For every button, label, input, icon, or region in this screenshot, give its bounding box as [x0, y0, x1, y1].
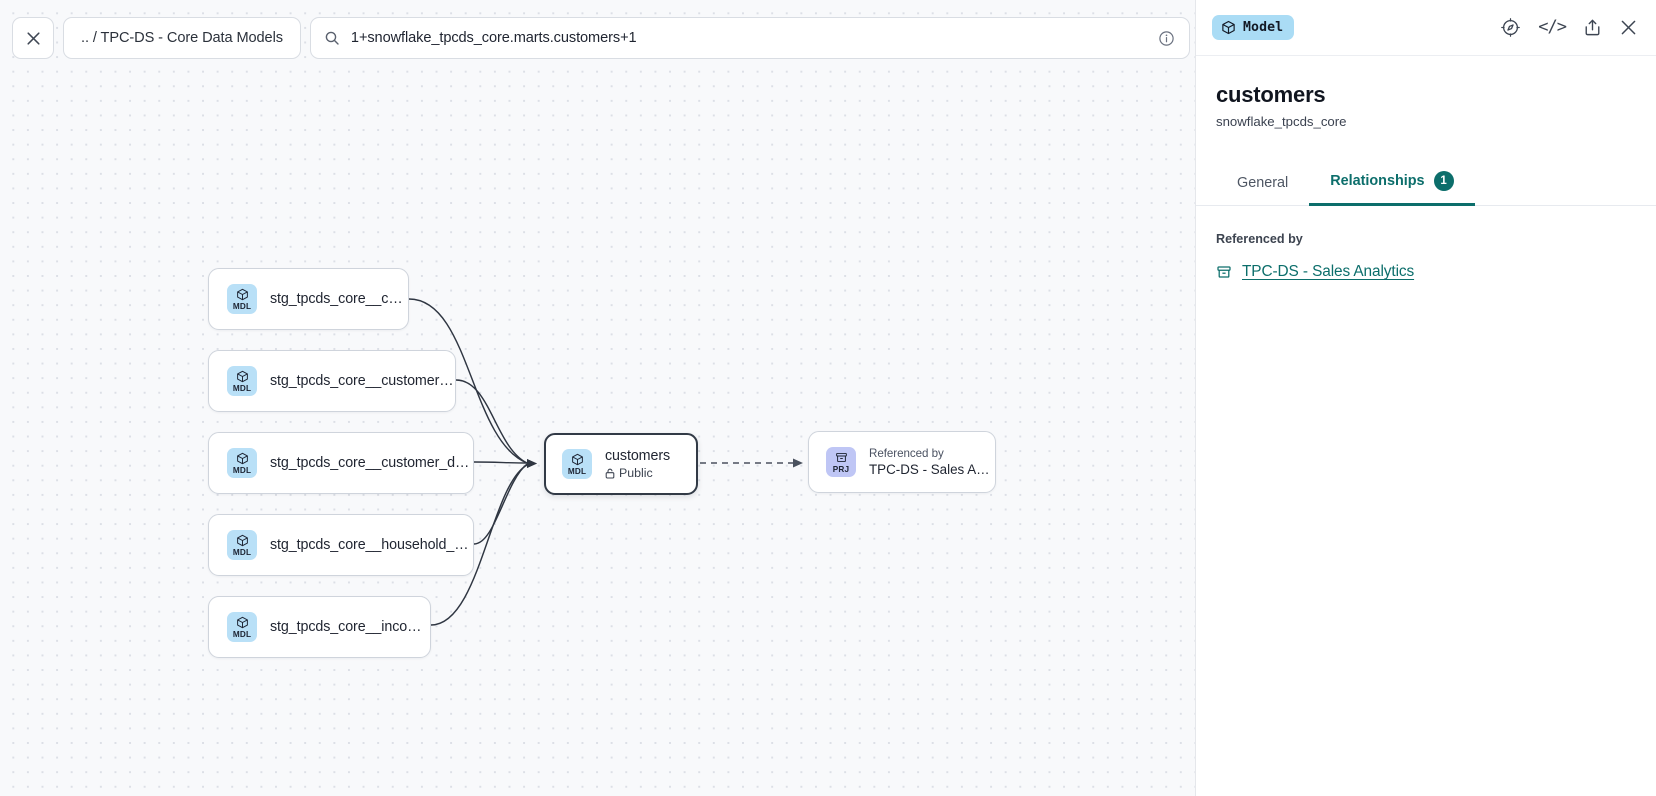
node-text: Referenced by TPC-DS - Sales Analytics: [869, 447, 995, 477]
project-icon: [1217, 266, 1231, 278]
tab-relationships[interactable]: Relationships 1: [1309, 161, 1475, 206]
cube-icon: [571, 453, 584, 466]
lineage-canvas[interactable]: .. / TPC-DS - Core Data Models 1+snowfla…: [0, 0, 1196, 796]
list-item[interactable]: TPC-DS - Sales Analytics: [1196, 246, 1656, 281]
lineage-node-selected[interactable]: MDL customers Public: [544, 433, 698, 495]
close-icon: [26, 31, 40, 45]
tab-bar: General Relationships 1: [1196, 161, 1656, 206]
model-badge: MDL: [227, 612, 257, 642]
lineage-node[interactable]: MDL stg_tpcds_core__customer_address: [208, 350, 456, 412]
page-subtitle: snowflake_tpcds_core: [1216, 114, 1347, 129]
lineage-node[interactable]: MDL stg_tpcds_core__customer: [208, 268, 409, 330]
badge-label: MDL: [232, 465, 252, 475]
node-text: stg_tpcds_core__customer: [270, 291, 408, 307]
search-icon: [325, 31, 339, 45]
node-caption: Referenced by: [869, 447, 944, 460]
referenced-by-link[interactable]: TPC-DS - Sales Analytics: [1242, 263, 1415, 280]
model-chip-label: Model: [1243, 20, 1284, 35]
lineage-node[interactable]: MDL stg_tpcds_core__income_band: [208, 596, 431, 658]
node-title: TPC-DS - Sales Analytics: [869, 462, 995, 477]
node-text: stg_tpcds_core__customer_address: [270, 373, 455, 389]
node-title: customers: [605, 448, 671, 464]
node-title: stg_tpcds_core__income_band: [270, 619, 430, 635]
tab-count-badge: 1: [1433, 171, 1454, 191]
tab-label: Relationships: [1330, 173, 1425, 189]
model-badge: MDL: [227, 366, 257, 396]
cube-icon: [236, 534, 249, 547]
model-badge: MDL: [227, 530, 257, 560]
node-title: stg_tpcds_core__customer_address: [270, 373, 455, 389]
lock-icon: [605, 468, 615, 479]
cube-icon: [236, 370, 249, 383]
badge-label: MDL: [232, 629, 252, 639]
share-icon[interactable]: [1583, 18, 1602, 37]
tab-label: General: [1237, 175, 1289, 191]
canvas-toolbar: .. / TPC-DS - Core Data Models 1+snowfla…: [12, 17, 1195, 59]
details-panel-header: Model </>: [1196, 0, 1656, 56]
node-text: stg_tpcds_core__income_band: [270, 619, 430, 635]
model-badge: MDL: [562, 449, 592, 479]
details-panel: Model </> customers: [1196, 0, 1656, 796]
cube-icon: [1222, 20, 1235, 35]
info-icon[interactable]: [1158, 30, 1175, 47]
badge-label: MDL: [232, 547, 252, 557]
lineage-node[interactable]: MDL stg_tpcds_core__customer_demogra…: [208, 432, 474, 494]
page-title: customers: [1216, 82, 1326, 107]
lineage-node[interactable]: MDL stg_tpcds_core__household_demogr…: [208, 514, 474, 576]
close-lineage-button[interactable]: [12, 17, 54, 59]
project-badge: PRJ: [826, 447, 856, 477]
section-label-referenced-by: Referenced by: [1216, 232, 1303, 246]
cube-icon: [236, 288, 249, 301]
code-icon[interactable]: </>: [1538, 17, 1567, 37]
node-visibility: Public: [605, 466, 670, 480]
node-text: stg_tpcds_core__household_demogr…: [270, 537, 473, 553]
tab-general[interactable]: General: [1216, 165, 1309, 206]
explore-icon[interactable]: [1500, 17, 1521, 38]
node-text: customers Public: [605, 448, 670, 480]
lineage-search-input[interactable]: 1+snowflake_tpcds_core.marts.customers+1: [309, 17, 1190, 59]
model-badge: MDL: [227, 284, 257, 314]
cube-icon: [236, 616, 249, 629]
visibility-label: Public: [619, 466, 653, 480]
project-icon: [835, 451, 848, 464]
badge-label: PRJ: [832, 464, 850, 474]
lineage-node-project[interactable]: PRJ Referenced by TPC-DS - Sales Analyti…: [808, 431, 996, 493]
cube-icon: [236, 452, 249, 465]
breadcrumb[interactable]: .. / TPC-DS - Core Data Models: [63, 17, 301, 59]
badge-label: MDL: [232, 301, 252, 311]
lineage-edges: [408, 298, 803, 626]
panel-actions: </>: [1500, 17, 1638, 38]
model-badge: MDL: [227, 448, 257, 478]
node-title: stg_tpcds_core__household_demogr…: [270, 537, 473, 553]
node-text: stg_tpcds_core__customer_demogra…: [270, 455, 473, 471]
details-panel-body: customers snowflake_tpcds_core General R…: [1196, 56, 1656, 281]
breadcrumb-label: .. / TPC-DS - Core Data Models: [81, 30, 283, 46]
badge-label: MDL: [567, 466, 587, 476]
node-title: stg_tpcds_core__customer: [270, 291, 408, 307]
node-title: stg_tpcds_core__customer_demogra…: [270, 455, 473, 471]
search-value: 1+snowflake_tpcds_core.marts.customers+1: [350, 30, 637, 46]
badge-label: MDL: [232, 383, 252, 393]
close-icon[interactable]: [1619, 18, 1638, 37]
model-type-chip[interactable]: Model: [1212, 15, 1295, 40]
